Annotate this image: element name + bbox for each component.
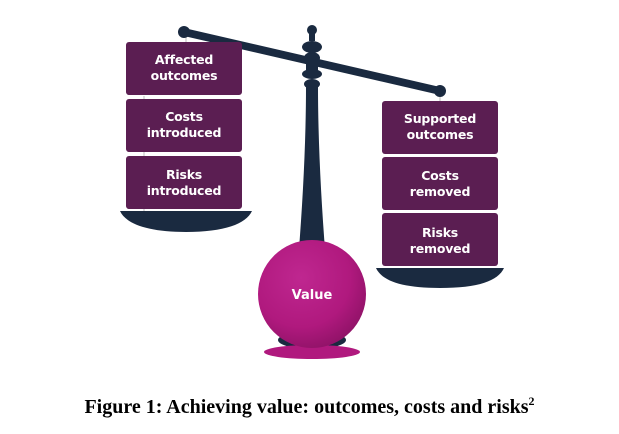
base-plate [264, 345, 360, 359]
svg-text:Affected: Affected [155, 52, 213, 67]
left-box-costs-introduced: Costs introduced [126, 99, 242, 152]
value-weight: Value [258, 240, 366, 348]
right-box-costs-removed: Costs removed [382, 157, 498, 210]
value-label: Value [292, 288, 333, 303]
svg-text:outcomes: outcomes [407, 127, 474, 142]
svg-text:removed: removed [410, 184, 470, 199]
right-box-supported-outcomes: Supported outcomes [382, 101, 498, 154]
svg-text:Risks: Risks [422, 225, 458, 240]
right-pan: Supported outcomes Costs removed Risks r… [376, 97, 504, 288]
svg-text:introduced: introduced [147, 183, 222, 198]
caption-text: Figure 1: Achieving value: outcomes, cos… [84, 396, 529, 418]
left-pan: Affected outcomes Costs introduced Risks… [120, 38, 252, 232]
svg-text:introduced: introduced [147, 125, 222, 140]
svg-text:Costs: Costs [165, 109, 203, 124]
right-box-risks-removed: Risks removed [382, 213, 498, 266]
caption-footnote-marker: 2 [528, 394, 535, 408]
svg-text:removed: removed [410, 241, 470, 256]
left-box-affected-outcomes: Affected outcomes [126, 42, 242, 95]
left-box-risks-introduced: Risks introduced [126, 156, 242, 209]
svg-text:Supported: Supported [404, 111, 476, 126]
svg-text:outcomes: outcomes [151, 68, 218, 83]
svg-text:Costs: Costs [421, 168, 459, 183]
figure-caption: Figure 1: Achieving value: outcomes, cos… [0, 394, 619, 419]
balance-scale-diagram: Value Affected outcomes Costs introduced… [120, 25, 504, 359]
svg-text:Risks: Risks [166, 167, 202, 182]
